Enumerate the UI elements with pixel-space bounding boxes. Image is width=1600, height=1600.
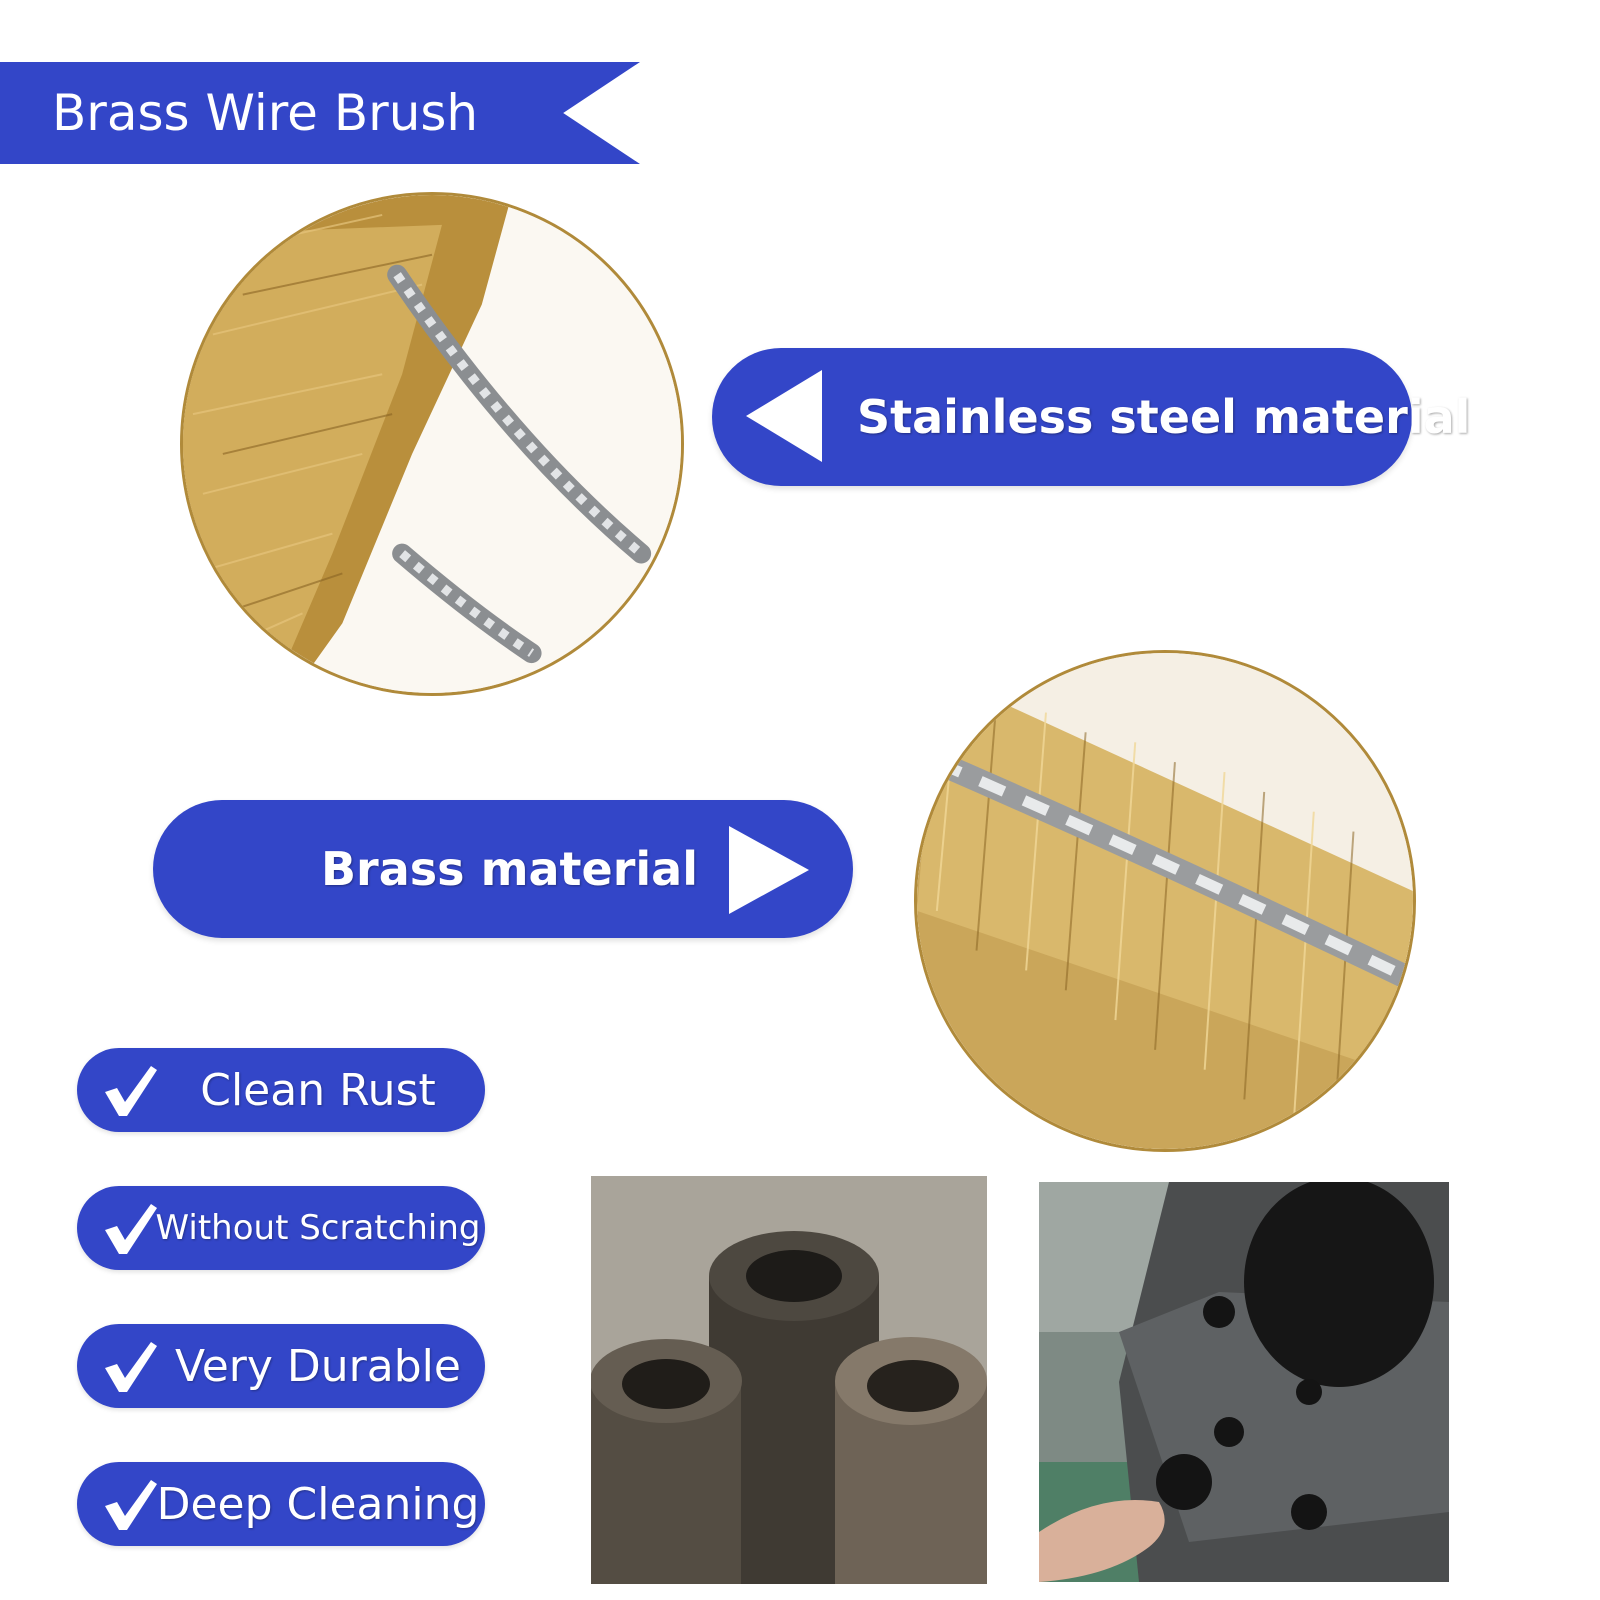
stainless-material-callout: Stainless steel material: [712, 348, 1470, 486]
checkmark-icon: [105, 1066, 157, 1116]
engine-block-photo: [1039, 1182, 1449, 1582]
stainless-material-label: Stainless steel material: [857, 390, 1471, 444]
feature-clean-rust: Clean Rust: [77, 1048, 485, 1132]
threaded-pipes-photo: [591, 1176, 987, 1584]
stainless-closeup-photo: [180, 192, 684, 696]
brass-closeup-illustration: [917, 653, 1413, 1149]
feature-without-scratching: Without Scratching: [77, 1186, 485, 1270]
pipe-right: [835, 1337, 987, 1584]
stainless-closeup-illustration: [183, 195, 681, 693]
title-ribbon: Brass Wire Brush: [0, 62, 640, 164]
triangle-right-icon: [729, 826, 809, 914]
page-title: Brass Wire Brush: [52, 84, 479, 142]
pipe-left: [591, 1339, 742, 1584]
checkmark-icon: [105, 1342, 157, 1392]
feature-label: Clean Rust: [200, 1064, 436, 1116]
triangle-left-icon: [746, 370, 822, 462]
engine-block-illustration: [1039, 1182, 1449, 1582]
feature-label: Deep Cleaning: [156, 1478, 480, 1530]
checkmark-icon: [105, 1480, 157, 1530]
feature-label: Very Durable: [175, 1340, 461, 1392]
spiral-steel-core: [932, 751, 1413, 992]
twisted-steel-wire: [387, 264, 652, 664]
checkmark-icon: [105, 1204, 157, 1254]
threaded-pipes-illustration: [591, 1176, 987, 1584]
brass-material-callout: Brass material: [153, 800, 853, 938]
thumb: [1039, 1500, 1165, 1582]
feature-very-durable: Very Durable: [77, 1324, 485, 1408]
feature-deep-cleaning: Deep Cleaning: [77, 1462, 485, 1546]
engine-block: [1119, 1182, 1449, 1582]
brass-closeup-photo: [914, 650, 1416, 1152]
feature-label: Without Scratching: [155, 1208, 481, 1248]
brass-material-label: Brass material: [321, 842, 698, 896]
